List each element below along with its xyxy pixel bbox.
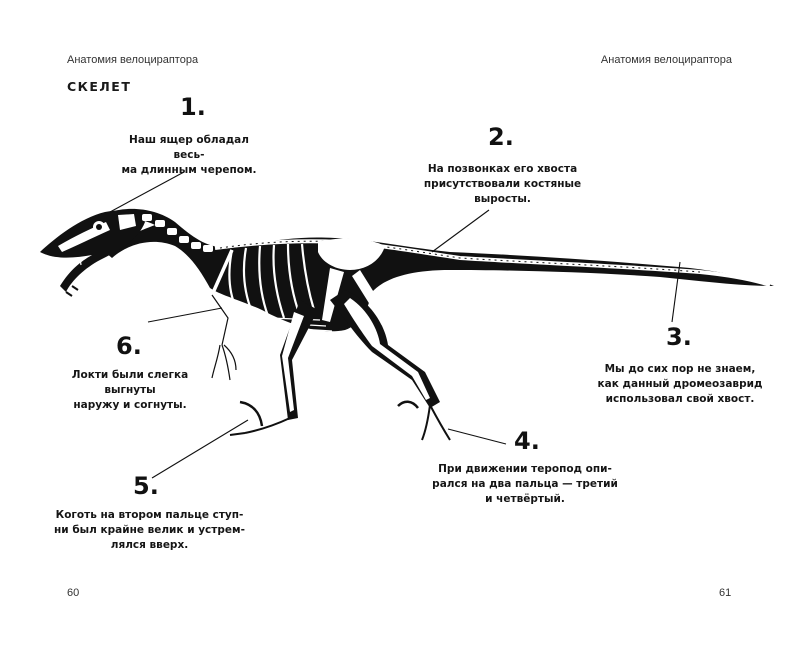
hind-limb-near — [330, 290, 451, 441]
forelimb-outline — [211, 294, 237, 381]
spine — [214, 239, 771, 287]
callout-text-6: Локти были слегка выгнуты наружу и согну… — [71, 369, 189, 411]
leader-line-4 — [447, 428, 507, 445]
callout-text-5: Коготь на втором пальце ступ- ни был кра… — [54, 509, 245, 551]
section-title: СКЕЛЕТ — [67, 79, 132, 94]
body-silhouette — [88, 208, 774, 332]
leader-line-6 — [147, 307, 223, 323]
leader-line-3 — [671, 261, 681, 323]
skull — [40, 210, 145, 297]
callout-text-3: Мы до сих пор не знаем, как данный дроме… — [597, 363, 763, 405]
running-head-right: Анатомия велоцираптора — [600, 54, 732, 66]
pelvis — [318, 238, 390, 324]
leader-line-2 — [431, 209, 490, 253]
callout-text-2: На позвонках его хвоста присутствовали к… — [423, 163, 582, 205]
leader-line-5 — [151, 419, 249, 479]
callout-number-1: 1. — [180, 93, 206, 121]
page-number-left: 60 — [67, 587, 80, 599]
neck-vertebrae — [142, 214, 213, 252]
callout-text-4: При движении теропод опи- рался на два п… — [432, 463, 618, 505]
leader-line-1 — [109, 171, 185, 213]
page-number-right: 61 — [719, 587, 732, 599]
callout-number-6: 6. — [116, 332, 142, 360]
hind-limb-far — [229, 300, 318, 436]
callout-number-5: 5. — [133, 472, 159, 500]
callout-number-4: 4. — [514, 427, 540, 455]
callout-number-3: 3. — [666, 323, 692, 351]
callout-number-2: 2. — [488, 123, 514, 151]
running-head-left: Анатомия велоцираптора — [67, 54, 199, 66]
leader-lines — [109, 171, 681, 479]
callout-text-1: Наш ящер обладал весь- ма длинным черепо… — [121, 134, 257, 176]
